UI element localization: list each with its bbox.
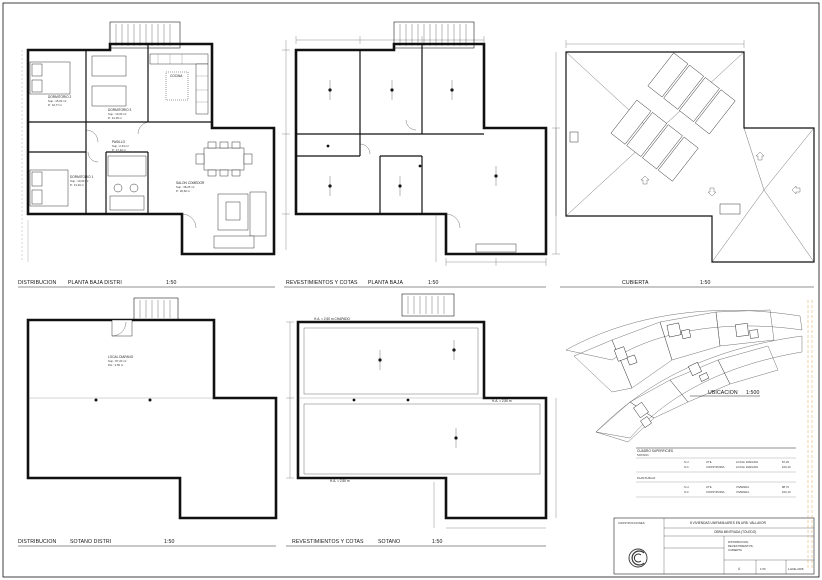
caption-distribucion-pb: DISTRIBUCION xyxy=(18,280,57,286)
room-height: P.: 12,35 m xyxy=(108,116,123,120)
tb-project: 8 VIVIENDAS UNIFAMILIARES EN URB. VALLAV… xyxy=(690,521,767,525)
cell: S.C. xyxy=(684,490,690,494)
tb-sheet-3: CUBIERTA xyxy=(728,548,742,552)
room-area: Sup.: 38,25 m² xyxy=(176,185,194,189)
room-area: Sup.: 2,34 m² xyxy=(112,144,129,148)
surface-row: S.U. UTIL VIVIENDA 88,70 xyxy=(684,485,789,489)
cell: UTIL xyxy=(706,460,713,464)
tb-scale: 1:50 xyxy=(760,567,766,571)
room-label-salon: SALON COMEDOR xyxy=(176,181,205,185)
cell: S.U. xyxy=(684,460,690,464)
plan-basement-finishes: H.A. = 2,50 m CHAPADO H.A. = 2,50 m H.A.… xyxy=(286,293,557,547)
cell: UTIL xyxy=(706,485,713,489)
cell: S.U. xyxy=(684,485,690,489)
tb-sheet-1: DISTRIBUCION, xyxy=(728,540,749,544)
room-label-dorm2: DORMITORIO 2 xyxy=(48,95,72,99)
cell: CONSTRUIDA xyxy=(706,465,725,469)
tb-number: 4 xyxy=(738,567,740,571)
tb-company-line: CONSTRUCCIONES xyxy=(618,521,645,525)
title-block: CONSTRUCCIONES 8 VIVIENDAS UNIFAMILIARES… xyxy=(613,517,815,575)
room-label-local: LOCAL DIAFANO xyxy=(108,355,134,359)
caption-pb-name: PLANTA BAJA DISTRI xyxy=(68,280,122,286)
room-label-dorm1: DORMITORIO 1 xyxy=(70,175,94,179)
plan-roof: CUBIERTA 1:50 xyxy=(555,40,815,288)
caption-revestimientos-sot-scale: 1:50 xyxy=(432,539,443,545)
surface-table-title: CUADRO SUPERFICIES xyxy=(637,449,673,453)
ha-label-2: H.A. = 2,50 m xyxy=(492,399,512,403)
plan-ground-floor-distribution: DORMITORIO 2 Sup.: 15,00 m² P.: 42,77 m … xyxy=(18,21,276,288)
room-height: P.: 13,20 m xyxy=(70,183,85,187)
caption-ubicacion: UBICACION xyxy=(708,390,738,396)
tb-date: 1-ENE-2008 xyxy=(788,567,804,571)
cell: 100,10 xyxy=(782,465,791,469)
room-height: P.: 17,42 m xyxy=(112,148,127,152)
cell: VIVIENDA xyxy=(736,490,749,494)
cell: CONSTRUIDA xyxy=(706,490,725,494)
ha-label-3: H.A. = 2,50 m xyxy=(330,479,350,483)
surface-section-pb: PLANTA BAJA xyxy=(637,476,655,480)
caption-revestimientos-sot-name: SOTANO xyxy=(378,539,400,545)
caption-revestimientos-pb: REVESTIMIENTOS Y COTAS xyxy=(286,280,358,286)
surface-section-sotano: SOTANO xyxy=(637,453,649,457)
cell: VIVIENDA xyxy=(736,485,749,489)
caption-cubierta: CUBIERTA xyxy=(622,280,649,286)
cell: 87,20 xyxy=(782,460,789,464)
cell: 88,70 xyxy=(782,485,789,489)
caption-revestimientos-pb-name: PLANTA BAJA xyxy=(368,280,403,286)
tb-sheet-2: REVESTIMIENTOS, xyxy=(728,544,754,548)
room-height-local: P.H.: 2,50 m xyxy=(108,363,124,367)
tb-location: OBRA MINTRADA (TOLEDO) xyxy=(714,530,756,534)
caption-cubierta-scale: 1:50 xyxy=(700,280,711,286)
caption-ubicacion-scale: 1:500 xyxy=(746,390,759,396)
room-area: Sup.: 10,00 m² xyxy=(108,112,126,116)
caption-sot-name: SOTANO DISTRI xyxy=(70,539,111,545)
room-height: P.: 42,77 m xyxy=(48,103,63,107)
plan-ground-floor-finishes: REVESTIMIENTOS Y COTAS PLANTA BAJA 1:50 xyxy=(282,21,560,288)
room-area: Sup.: 10,00 m² xyxy=(70,179,88,183)
room-area: Sup.: 15,00 m² xyxy=(48,99,66,103)
room-area-local: Sup.: 87,20 m² xyxy=(108,359,126,363)
room-label-dorm3: DORMITORIO 3 xyxy=(108,108,132,112)
cell: LOCAL DIAFANO xyxy=(736,465,759,469)
surface-table: CUADRO SUPERFICIES SOTANO S.U. UTIL LOCA… xyxy=(636,447,796,498)
plan-basement-distribution: LOCAL DIAFANO Sup.: 87,20 m² P.H.: 2,50 … xyxy=(18,297,278,547)
cell: 100,10 xyxy=(782,490,791,494)
caption-distribucion-sot: DISTRIBUCION xyxy=(18,539,57,545)
caption-pb-scale: 1:50 xyxy=(166,280,177,286)
caption-revestimientos-sot: REVESTIMIENTOS Y COTAS xyxy=(292,539,364,545)
room-height: P.: 26,60 m xyxy=(176,189,191,193)
surface-row: S.C. CONSTRUIDA VIVIENDA 100,10 xyxy=(684,490,791,494)
company-logo xyxy=(628,548,648,568)
caption-revestimientos-pb-scale: 1:50 xyxy=(428,280,439,286)
ha-label-1: H.A. = 2,50 m CHAPADO xyxy=(314,317,351,321)
surface-row: S.C. CONSTRUIDA LOCAL DIAFANO 100,10 xyxy=(684,465,791,469)
surface-row: S.U. UTIL LOCAL DIAFANO 87,20 xyxy=(684,460,789,464)
room-label-pasillo: PASILLO xyxy=(112,140,126,144)
site-location-map: UBICACION 1:500 xyxy=(565,309,803,443)
stamp-strip xyxy=(807,300,813,570)
caption-sot-scale: 1:50 xyxy=(164,539,175,545)
cell: S.C. xyxy=(684,465,690,469)
cell: LOCAL DIAFANO xyxy=(736,460,759,464)
room-label-cocina: COCINA xyxy=(170,74,183,78)
